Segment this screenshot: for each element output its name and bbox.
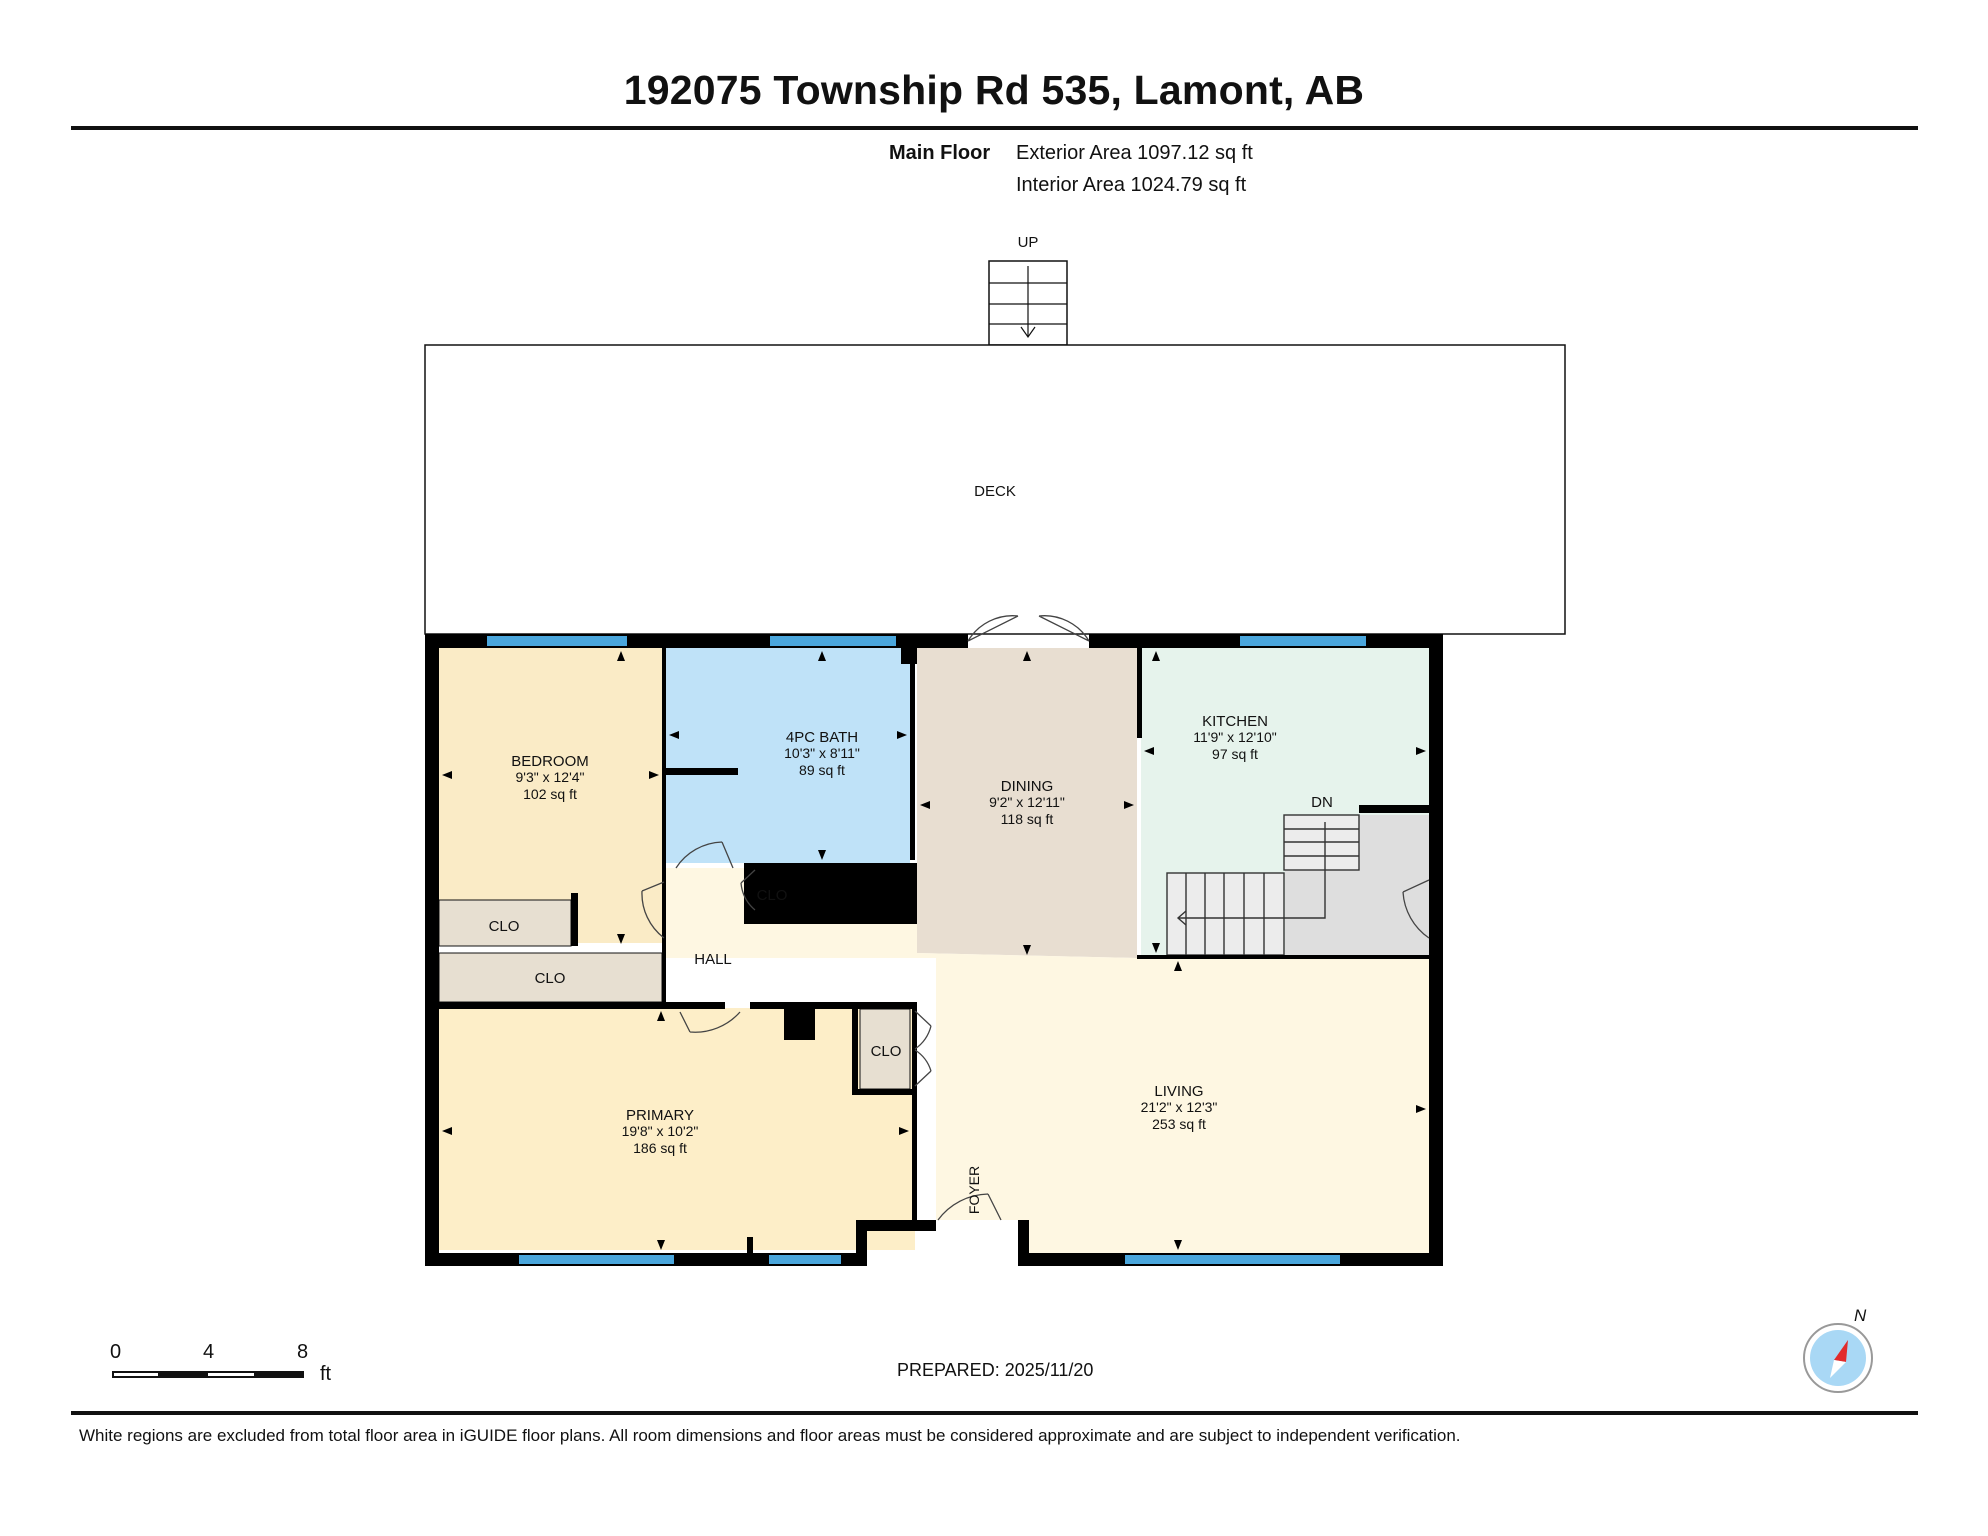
foyer-label: FOYER [966,1166,982,1214]
kitchen-name: KITCHEN [1202,713,1268,730]
hall-living-area [666,868,1429,1253]
bath-name: 4PC BATH [786,729,858,746]
bedroom-dims: 9'3" x 12'4" [516,769,585,785]
dining-dims: 9'2" x 12'11" [989,794,1065,810]
bath-dims: 10'3" x 8'11" [784,745,860,761]
bedroom-area: 102 sq ft [523,786,577,802]
scale-tick-8: 8 [297,1341,309,1363]
dining-name: DINING [1001,778,1054,795]
living-dims: 21'2" x 12'3" [1141,1099,1218,1115]
primary-area: 186 sq ft [633,1140,687,1156]
dimension-markers [442,651,1426,1250]
primary-name: PRIMARY [626,1107,694,1124]
living-name: LIVING [1154,1083,1203,1100]
primary-dims: 19'8" x 10'2" [622,1123,699,1139]
deck [424,344,1566,635]
closet-bedroom-label: CLO [489,918,520,935]
stairs-up-label: UP [1018,234,1039,251]
kitchen-area: 97 sq ft [1212,746,1258,762]
scale-seg-4 [254,1371,304,1378]
living-area: 253 sq ft [1152,1116,1206,1132]
scale-tick-0: 0 [110,1341,122,1363]
prepared-date: PREPARED: 2025/11/20 [897,1360,1094,1380]
floor-name: Main Floor [889,142,991,164]
compass-icon: N [1803,1306,1873,1393]
title-rule [71,126,1918,130]
dining-room [917,648,1137,958]
scale-seg-3 [206,1371,256,1378]
closet-bedroom [438,899,572,947]
scale-tick-4: 4 [203,1341,215,1363]
primary-room [439,1008,915,1250]
plan-title: 192075 Township Rd 535, Lamont, AB [623,67,1365,113]
disclaimer: White regions are excluded from total fl… [79,1426,1461,1445]
bath-room [666,648,910,863]
deck-label: DECK [974,483,1016,500]
scale-bar: 0 4 8 ft [110,1341,360,1391]
scale-seg-2 [158,1371,208,1378]
kitchen-dims: 11'9" x 12'10" [1193,729,1277,745]
arrow-down-icon [1020,326,1036,339]
windows [487,636,1366,1264]
scale-unit: ft [320,1363,332,1385]
closet-living [859,1008,911,1090]
interior-area: Interior Area 1024.79 sq ft [1016,174,1247,196]
compass-north-label: N [1854,1306,1867,1325]
closet-hall-label: CLO [535,970,566,987]
interior-stairs [1166,814,1360,956]
closet-living-label: CLO [871,1043,902,1060]
closet-bath-label: CLO [757,887,788,904]
stairs-down-label: DN [1311,794,1333,811]
scale-seg-1 [112,1371,160,1378]
closet-hall [438,952,663,1003]
bath-area: 89 sq ft [799,762,845,778]
footer-rule [71,1411,1918,1415]
hall-label: HALL [694,951,732,968]
bedroom-room [439,648,662,943]
bedroom-name: BEDROOM [511,753,589,770]
doors [641,615,1430,1221]
dining-area: 118 sq ft [1001,811,1054,827]
exterior-stairs [988,260,1068,346]
exterior-area: Exterior Area 1097.12 sq ft [1016,142,1253,164]
